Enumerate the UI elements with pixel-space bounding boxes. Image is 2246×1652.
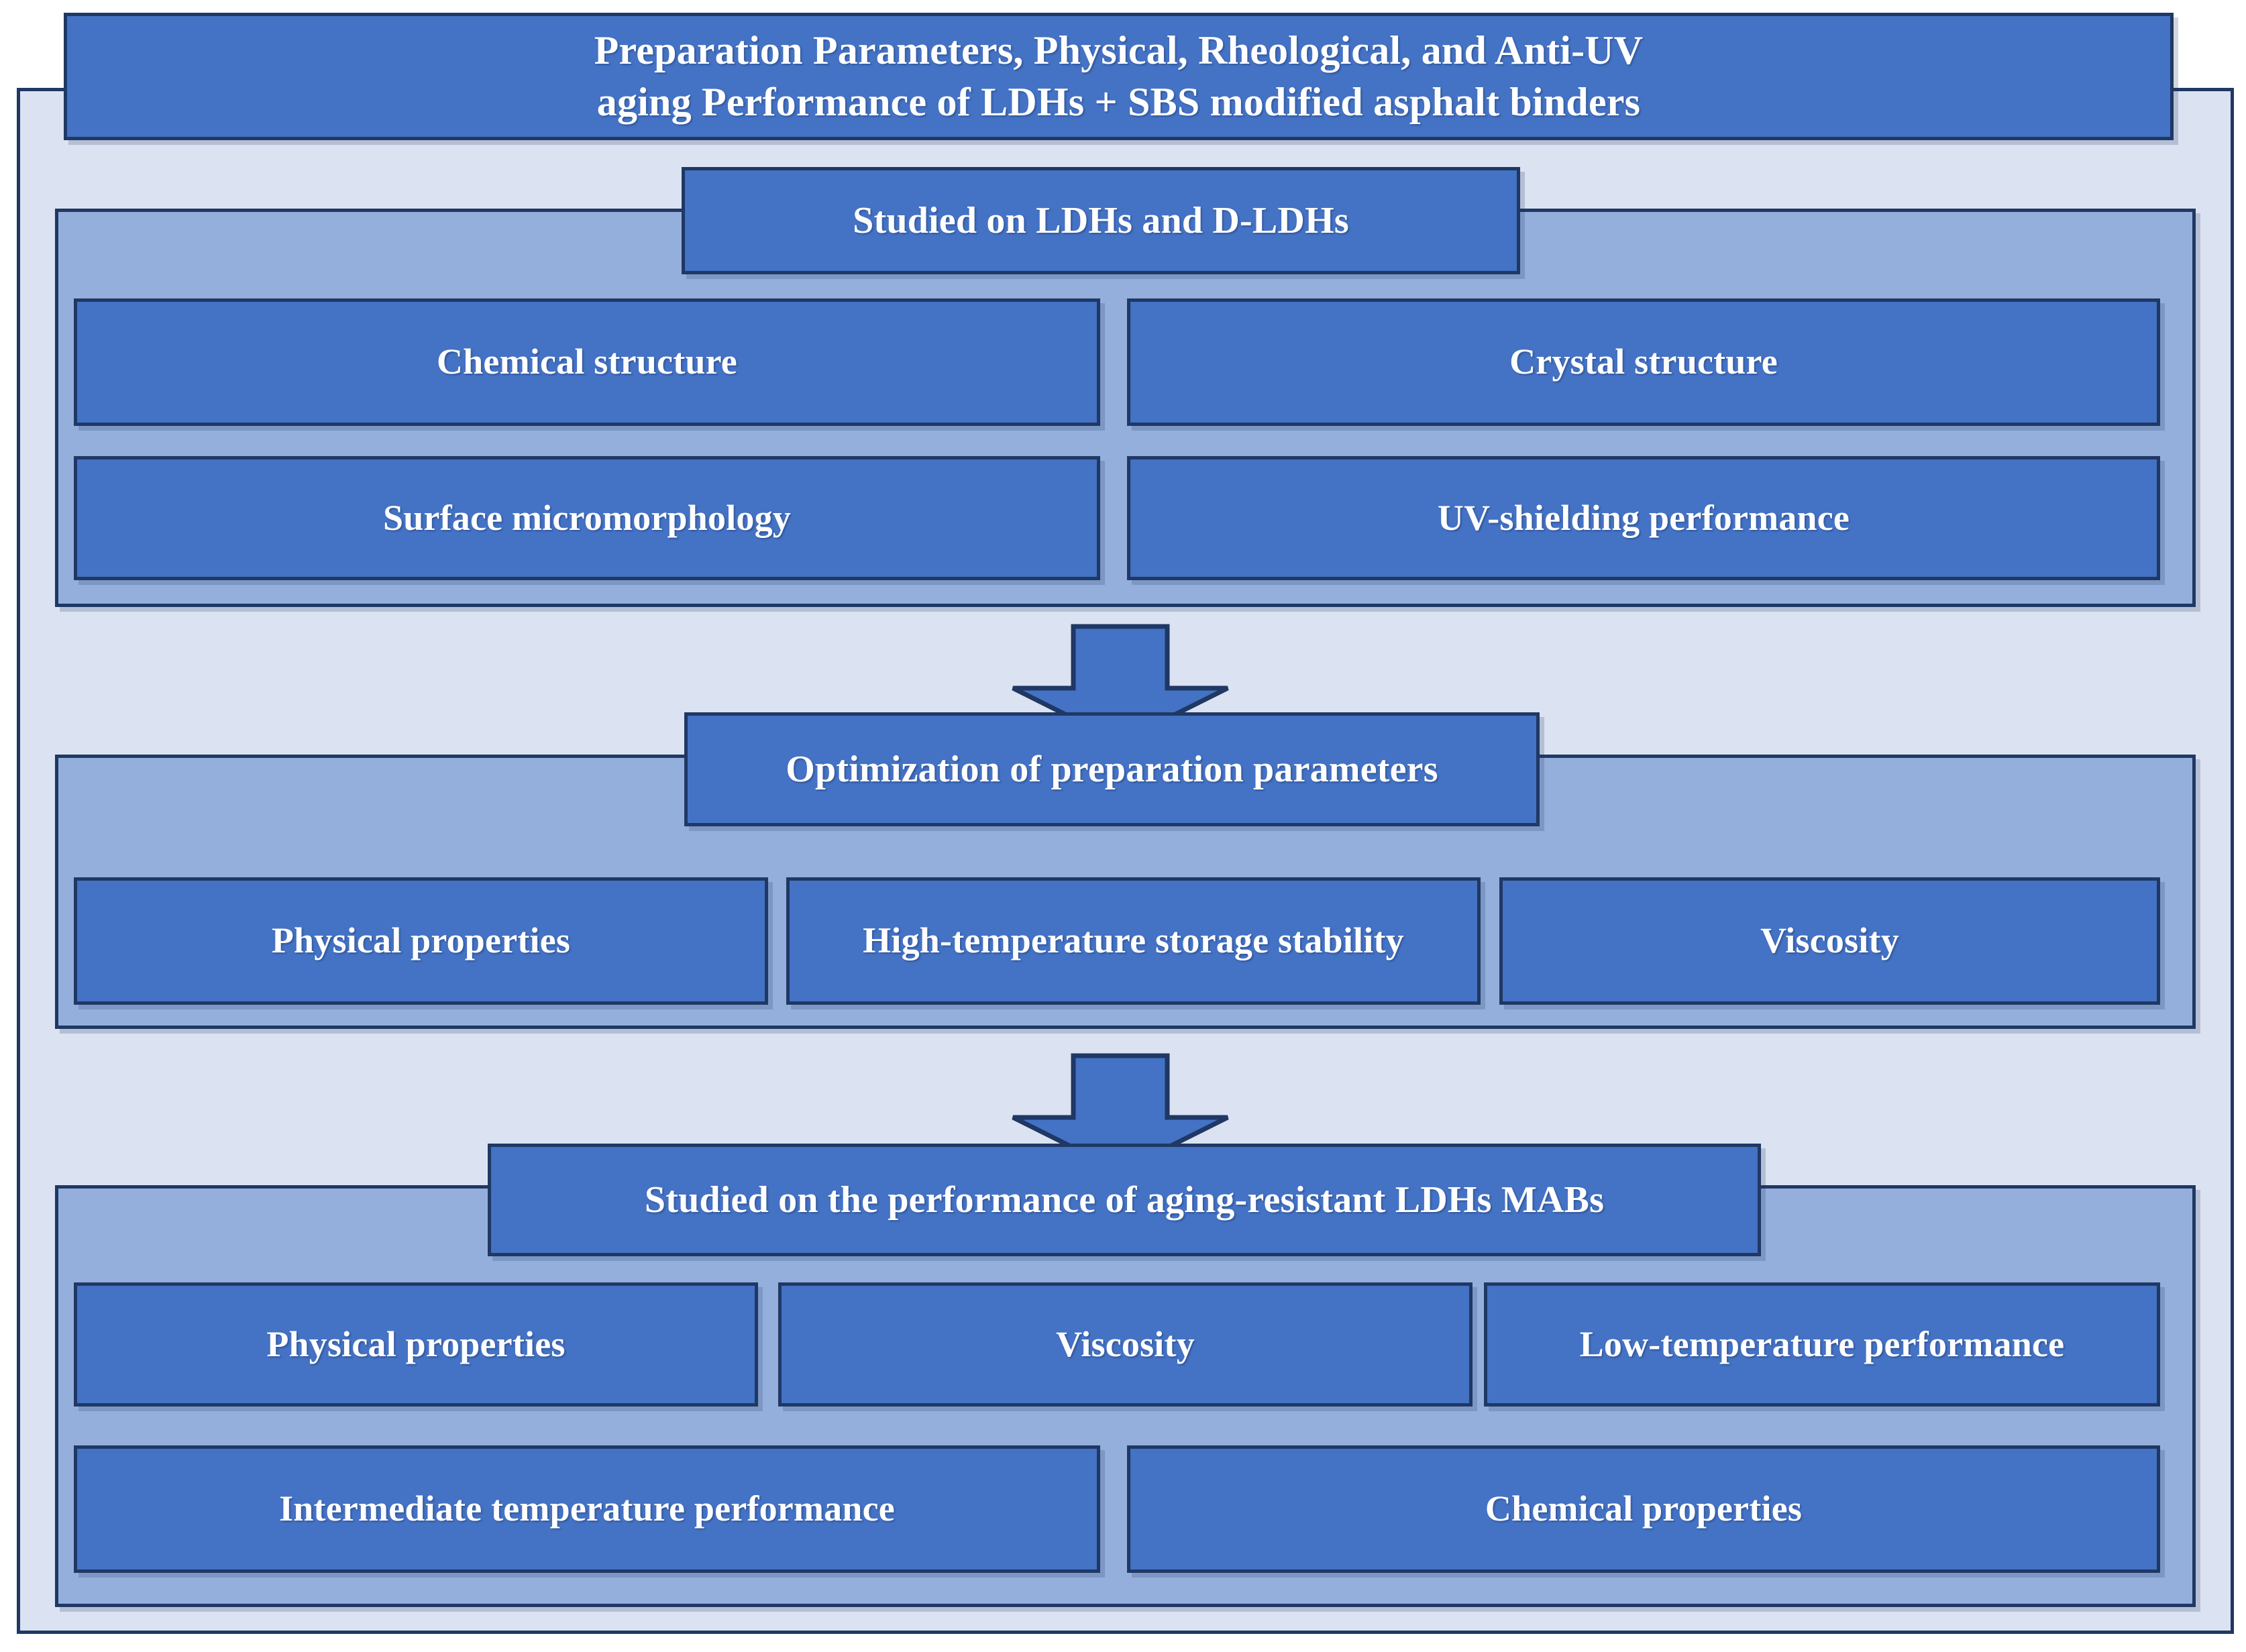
node-intermediate-temperature-performance[interactable]: Intermediate temperature performance: [74, 1445, 1100, 1573]
node-label: Surface micromorphology: [382, 497, 791, 538]
node-physical-properties-section2[interactable]: Physical properties: [74, 877, 768, 1005]
section-header-label: Optimization of preparation parameters: [786, 748, 1438, 790]
node-label: Physical properties: [266, 1323, 566, 1364]
section-header-label: Studied on the performance of aging-resi…: [644, 1178, 1605, 1221]
diagram-title-box: Preparation Parameters, Physical, Rheolo…: [64, 13, 2174, 140]
node-high-temperature-storage-stability[interactable]: High-temperature storage stability: [786, 877, 1481, 1005]
node-label: UV-shielding performance: [1437, 497, 1850, 538]
node-chemical-properties[interactable]: Chemical properties: [1127, 1445, 2160, 1573]
node-physical-properties-section3[interactable]: Physical properties: [74, 1282, 758, 1407]
node-label: Viscosity: [1056, 1323, 1195, 1364]
node-label: Viscosity: [1760, 920, 1899, 961]
node-crystal-structure[interactable]: Crystal structure: [1127, 298, 2160, 426]
node-viscosity-section2[interactable]: Viscosity: [1499, 877, 2160, 1005]
page-title-line-2: aging Performance of LDHs + SBS modified…: [596, 80, 1641, 124]
node-viscosity-section3[interactable]: Viscosity: [778, 1282, 1473, 1407]
node-low-temperature-performance[interactable]: Low-temperature performance: [1484, 1282, 2160, 1407]
page-title: Preparation Parameters, Physical, Rheolo…: [130, 25, 2107, 128]
node-label: Intermediate temperature performance: [279, 1488, 895, 1529]
node-label: High-temperature storage stability: [863, 920, 1404, 961]
node-label: Crystal structure: [1509, 341, 1778, 382]
node-chemical-structure[interactable]: Chemical structure: [74, 298, 1100, 426]
node-label: Low-temperature performance: [1579, 1323, 2065, 1364]
node-surface-micromorphology[interactable]: Surface micromorphology: [74, 456, 1100, 580]
node-uv-shielding-performance[interactable]: UV-shielding performance: [1127, 456, 2160, 580]
page-title-line-1: Preparation Parameters, Physical, Rheolo…: [594, 28, 1644, 73]
section-header-studied-on-ldhs[interactable]: Studied on LDHs and D-LDHs: [682, 167, 1520, 274]
node-label: Chemical structure: [436, 341, 737, 382]
section-header-aging-resistant-ldhs-mabs[interactable]: Studied on the performance of aging-resi…: [488, 1144, 1761, 1256]
section-header-optimization-of-preparation-parameters[interactable]: Optimization of preparation parameters: [684, 712, 1540, 826]
node-label: Chemical properties: [1485, 1488, 1803, 1529]
node-label: Physical properties: [271, 920, 571, 961]
section-header-label: Studied on LDHs and D-LDHs: [853, 199, 1349, 241]
